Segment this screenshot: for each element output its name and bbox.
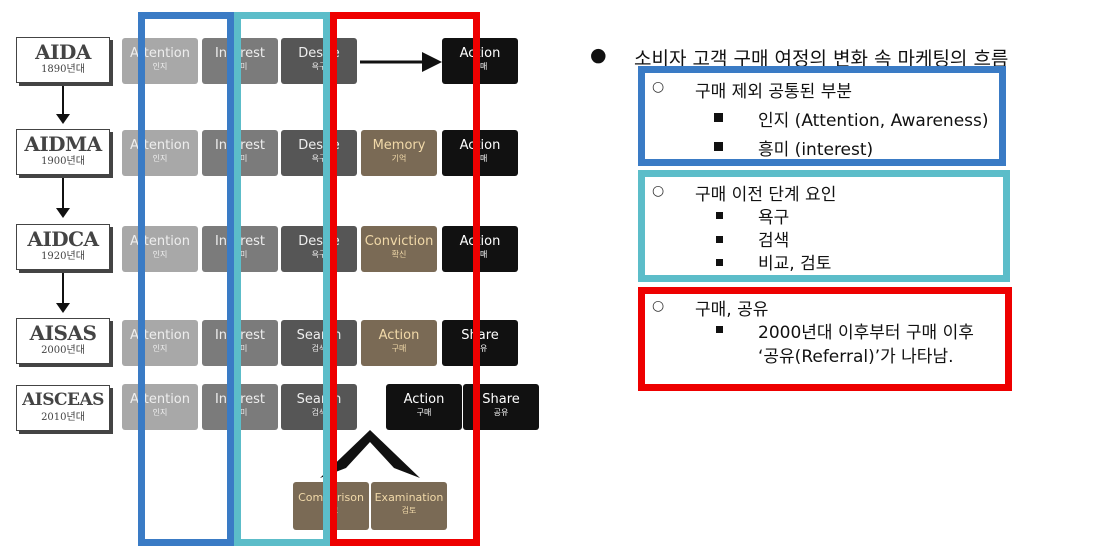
model-name: AIDA xyxy=(35,40,91,64)
stage-en: Attention xyxy=(130,138,190,153)
stage-action: Action 구매 xyxy=(361,320,437,366)
chevron-up-icon xyxy=(320,430,420,478)
model-name: AISAS xyxy=(29,321,97,345)
stage-desire: Desire 욕구 xyxy=(281,130,357,176)
stage-search: Search 검색 xyxy=(281,320,357,366)
stage-attention: Attention 인지 xyxy=(122,384,198,430)
stage-en: Attention xyxy=(130,392,190,407)
model-aidma: AIDMA 1900년대 xyxy=(16,129,110,175)
stage-ko: 공유 xyxy=(493,408,509,417)
square-bullet-icon xyxy=(716,259,723,266)
stage-en: Action xyxy=(459,138,501,153)
model-name: AIDMA xyxy=(24,132,102,156)
stage-action: Action 구매 xyxy=(442,38,518,84)
stage-en: Examination xyxy=(374,491,444,504)
stage-en: Action xyxy=(403,392,445,407)
stage-action: Action 구매 xyxy=(442,130,518,176)
square-bullet-icon xyxy=(716,236,723,243)
model-aisas: AISAS 2000년대 xyxy=(16,318,110,364)
stage-en: Action xyxy=(378,328,420,343)
cyan-item: 검색 xyxy=(758,231,790,251)
stage-ko: 구매 xyxy=(416,408,432,417)
model-aidca: AIDCA 1920년대 xyxy=(16,224,110,270)
cyan-heading: 구매 이전 단계 요인 xyxy=(695,185,837,205)
stage-ko: 인지 xyxy=(152,250,168,259)
stage-en: Action xyxy=(459,234,501,249)
model-year: 1900년대 xyxy=(41,156,85,167)
stage-examination: Examination 검토 xyxy=(371,482,447,530)
stage-en: Attention xyxy=(130,234,190,249)
model-name: AIDCA xyxy=(27,227,99,251)
stage-en: Memory xyxy=(372,138,426,153)
circle-bullet-icon: ○ xyxy=(652,183,665,199)
red-note-box xyxy=(638,287,1012,391)
circle-bullet-icon: ○ xyxy=(652,79,665,95)
stage-ko: 인지 xyxy=(152,154,168,163)
model-name: AISCEAS xyxy=(22,390,104,410)
down-arrow-icon xyxy=(56,178,70,218)
model-year: 2000년대 xyxy=(41,345,85,356)
stage-ko: 욕구 xyxy=(311,62,327,71)
stage-share: Share 공유 xyxy=(442,320,518,366)
square-bullet-icon xyxy=(714,142,723,151)
cyan-item: 비교, 검토 xyxy=(758,254,832,274)
stage-action: Action 구매 xyxy=(386,384,462,430)
model-year: 2010년대 xyxy=(41,412,85,423)
right-arrow-icon xyxy=(360,52,442,72)
square-bullet-icon xyxy=(716,212,723,219)
cyan-item: 욕구 xyxy=(758,208,790,228)
blue-item: 흥미 (interest) xyxy=(758,140,874,160)
model-aisceas: AISCEAS 2010년대 xyxy=(16,385,110,431)
down-arrow-icon xyxy=(56,273,70,313)
stage-en: Conviction xyxy=(364,234,434,249)
stage-en: Action xyxy=(459,46,501,61)
stage-en: Attention xyxy=(130,46,190,61)
stage-attention: Attention 인지 xyxy=(122,226,198,272)
cyan-highlight-frame xyxy=(234,12,330,546)
stage-ko: 인지 xyxy=(152,344,168,353)
stage-attention: Attention 인지 xyxy=(122,320,198,366)
model-year: 1920년대 xyxy=(41,251,85,262)
stage-ko: 기억 xyxy=(391,154,407,163)
stage-attention: Attention 인지 xyxy=(122,130,198,176)
stage-attention: Attention 인지 xyxy=(122,38,198,84)
stage-conviction: Conviction 확신 xyxy=(361,226,437,272)
square-bullet-icon xyxy=(716,326,723,333)
stage-ko: 검색 xyxy=(311,408,327,417)
stage-ko: 욕구 xyxy=(311,154,327,163)
stage-ko: 욕구 xyxy=(311,250,327,259)
red-highlight-frame xyxy=(330,12,480,546)
down-arrow-icon xyxy=(56,86,70,124)
main-bullet-text: 소비자 고객 구매 여정의 변화 속 마케팅의 흐름 xyxy=(634,48,1009,70)
blue-highlight-frame xyxy=(138,12,234,546)
model-year: 1890년대 xyxy=(41,64,85,75)
stage-ko: 검토 xyxy=(401,506,417,515)
stage-ko: 인지 xyxy=(152,408,168,417)
blue-heading: 구매 제외 공통된 부분 xyxy=(695,82,852,102)
bullet-dot-icon: ● xyxy=(590,44,607,66)
stage-ko: 검색 xyxy=(311,344,327,353)
stage-memory: Memory 기억 xyxy=(361,130,437,176)
red-item: 2000년대 이후부터 구매 이후 xyxy=(758,323,974,343)
blue-note-box xyxy=(638,66,1006,166)
cyan-note-box xyxy=(638,170,1010,282)
stage-ko: 구매 xyxy=(391,344,407,353)
stage-en: Share xyxy=(482,392,520,407)
red-heading: 구매, 공유 xyxy=(695,300,769,320)
model-aida: AIDA 1890년대 xyxy=(16,37,110,83)
stage-ko: 확신 xyxy=(391,250,407,259)
circle-bullet-icon: ○ xyxy=(652,298,665,314)
blue-item: 인지 (Attention, Awareness) xyxy=(758,111,989,131)
red-item: ‘공유(Referral)’가 나타남. xyxy=(758,347,954,367)
square-bullet-icon xyxy=(714,113,723,122)
stage-ko: 인지 xyxy=(152,62,168,71)
stage-en: Attention xyxy=(130,328,190,343)
